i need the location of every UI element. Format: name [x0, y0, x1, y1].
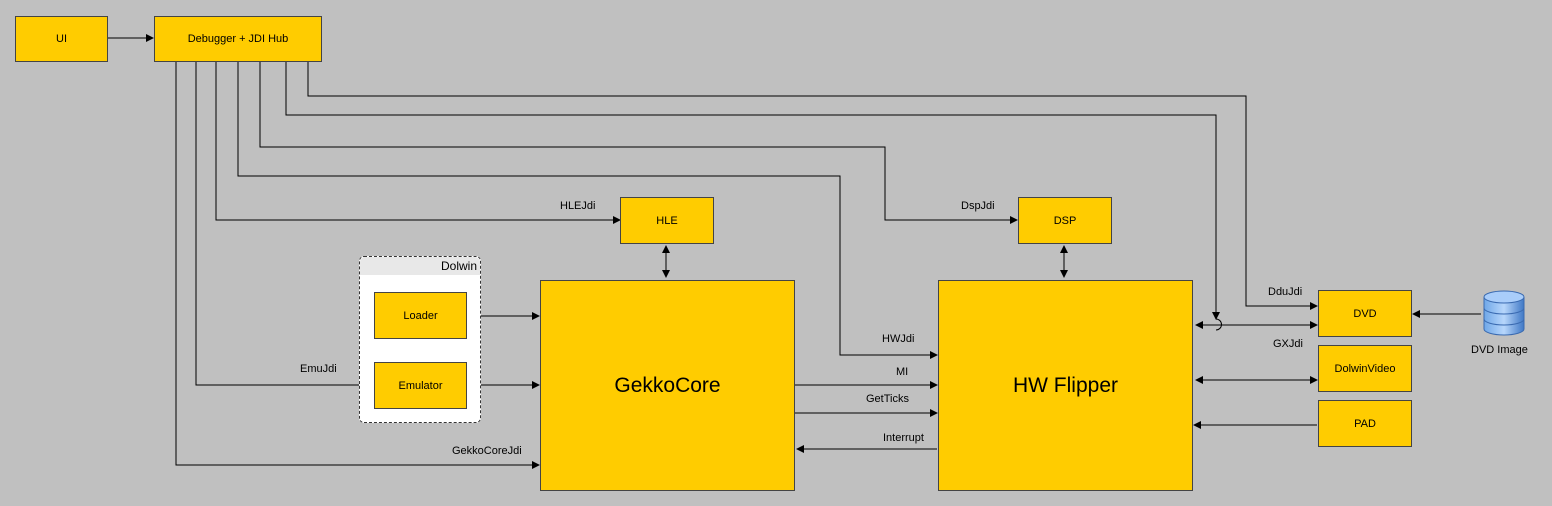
dvd-node[interactable]: DVD — [1318, 290, 1412, 337]
edge-dvdjdi — [307, 61, 1318, 310]
dspjdi-label: DspJdi — [961, 200, 995, 212]
gekkocore-node[interactable]: GekkoCore — [540, 280, 795, 491]
database-icon — [1483, 290, 1525, 336]
edge-dspjdi — [259, 61, 1018, 224]
getticks-label: GetTicks — [866, 393, 909, 405]
hw-flipper-node[interactable]: HW Flipper — [938, 280, 1193, 491]
debugger-node[interactable]: Debugger + JDI Hub — [154, 16, 322, 62]
pad-node[interactable]: PAD — [1318, 400, 1412, 447]
edge-gekkocorejdi — [175, 61, 540, 469]
dsp-node[interactable]: DSP — [1018, 197, 1112, 244]
gekkocorejdi-label: GekkoCoreJdi — [452, 445, 522, 457]
edge-hlejdi — [215, 61, 621, 224]
edge-hwjdi — [237, 61, 938, 359]
emujdi-label: EmuJdi — [300, 363, 337, 375]
hlejdi-label: HLEJdi — [560, 200, 596, 212]
ui-node[interactable]: UI — [15, 16, 108, 62]
dvd-image-label: DVD Image — [1471, 344, 1528, 356]
emulator-node[interactable]: Emulator — [374, 362, 467, 409]
ddujdi-label: DduJdi — [1268, 286, 1303, 298]
edge-gxjdi — [285, 61, 1220, 320]
gxjdi-label: GXJdi — [1273, 338, 1303, 350]
edge-emujdi — [195, 61, 374, 389]
dolwin-group-title: Dolwin — [360, 257, 480, 275]
hwjdi-label: HWJdi — [882, 333, 915, 345]
dolwinvideo-node[interactable]: DolwinVideo — [1318, 345, 1412, 392]
mi-label: MI — [896, 366, 909, 378]
interrupt-label: Interrupt — [883, 432, 924, 444]
loader-node[interactable]: Loader — [374, 292, 467, 339]
hle-node[interactable]: HLE — [620, 197, 714, 244]
